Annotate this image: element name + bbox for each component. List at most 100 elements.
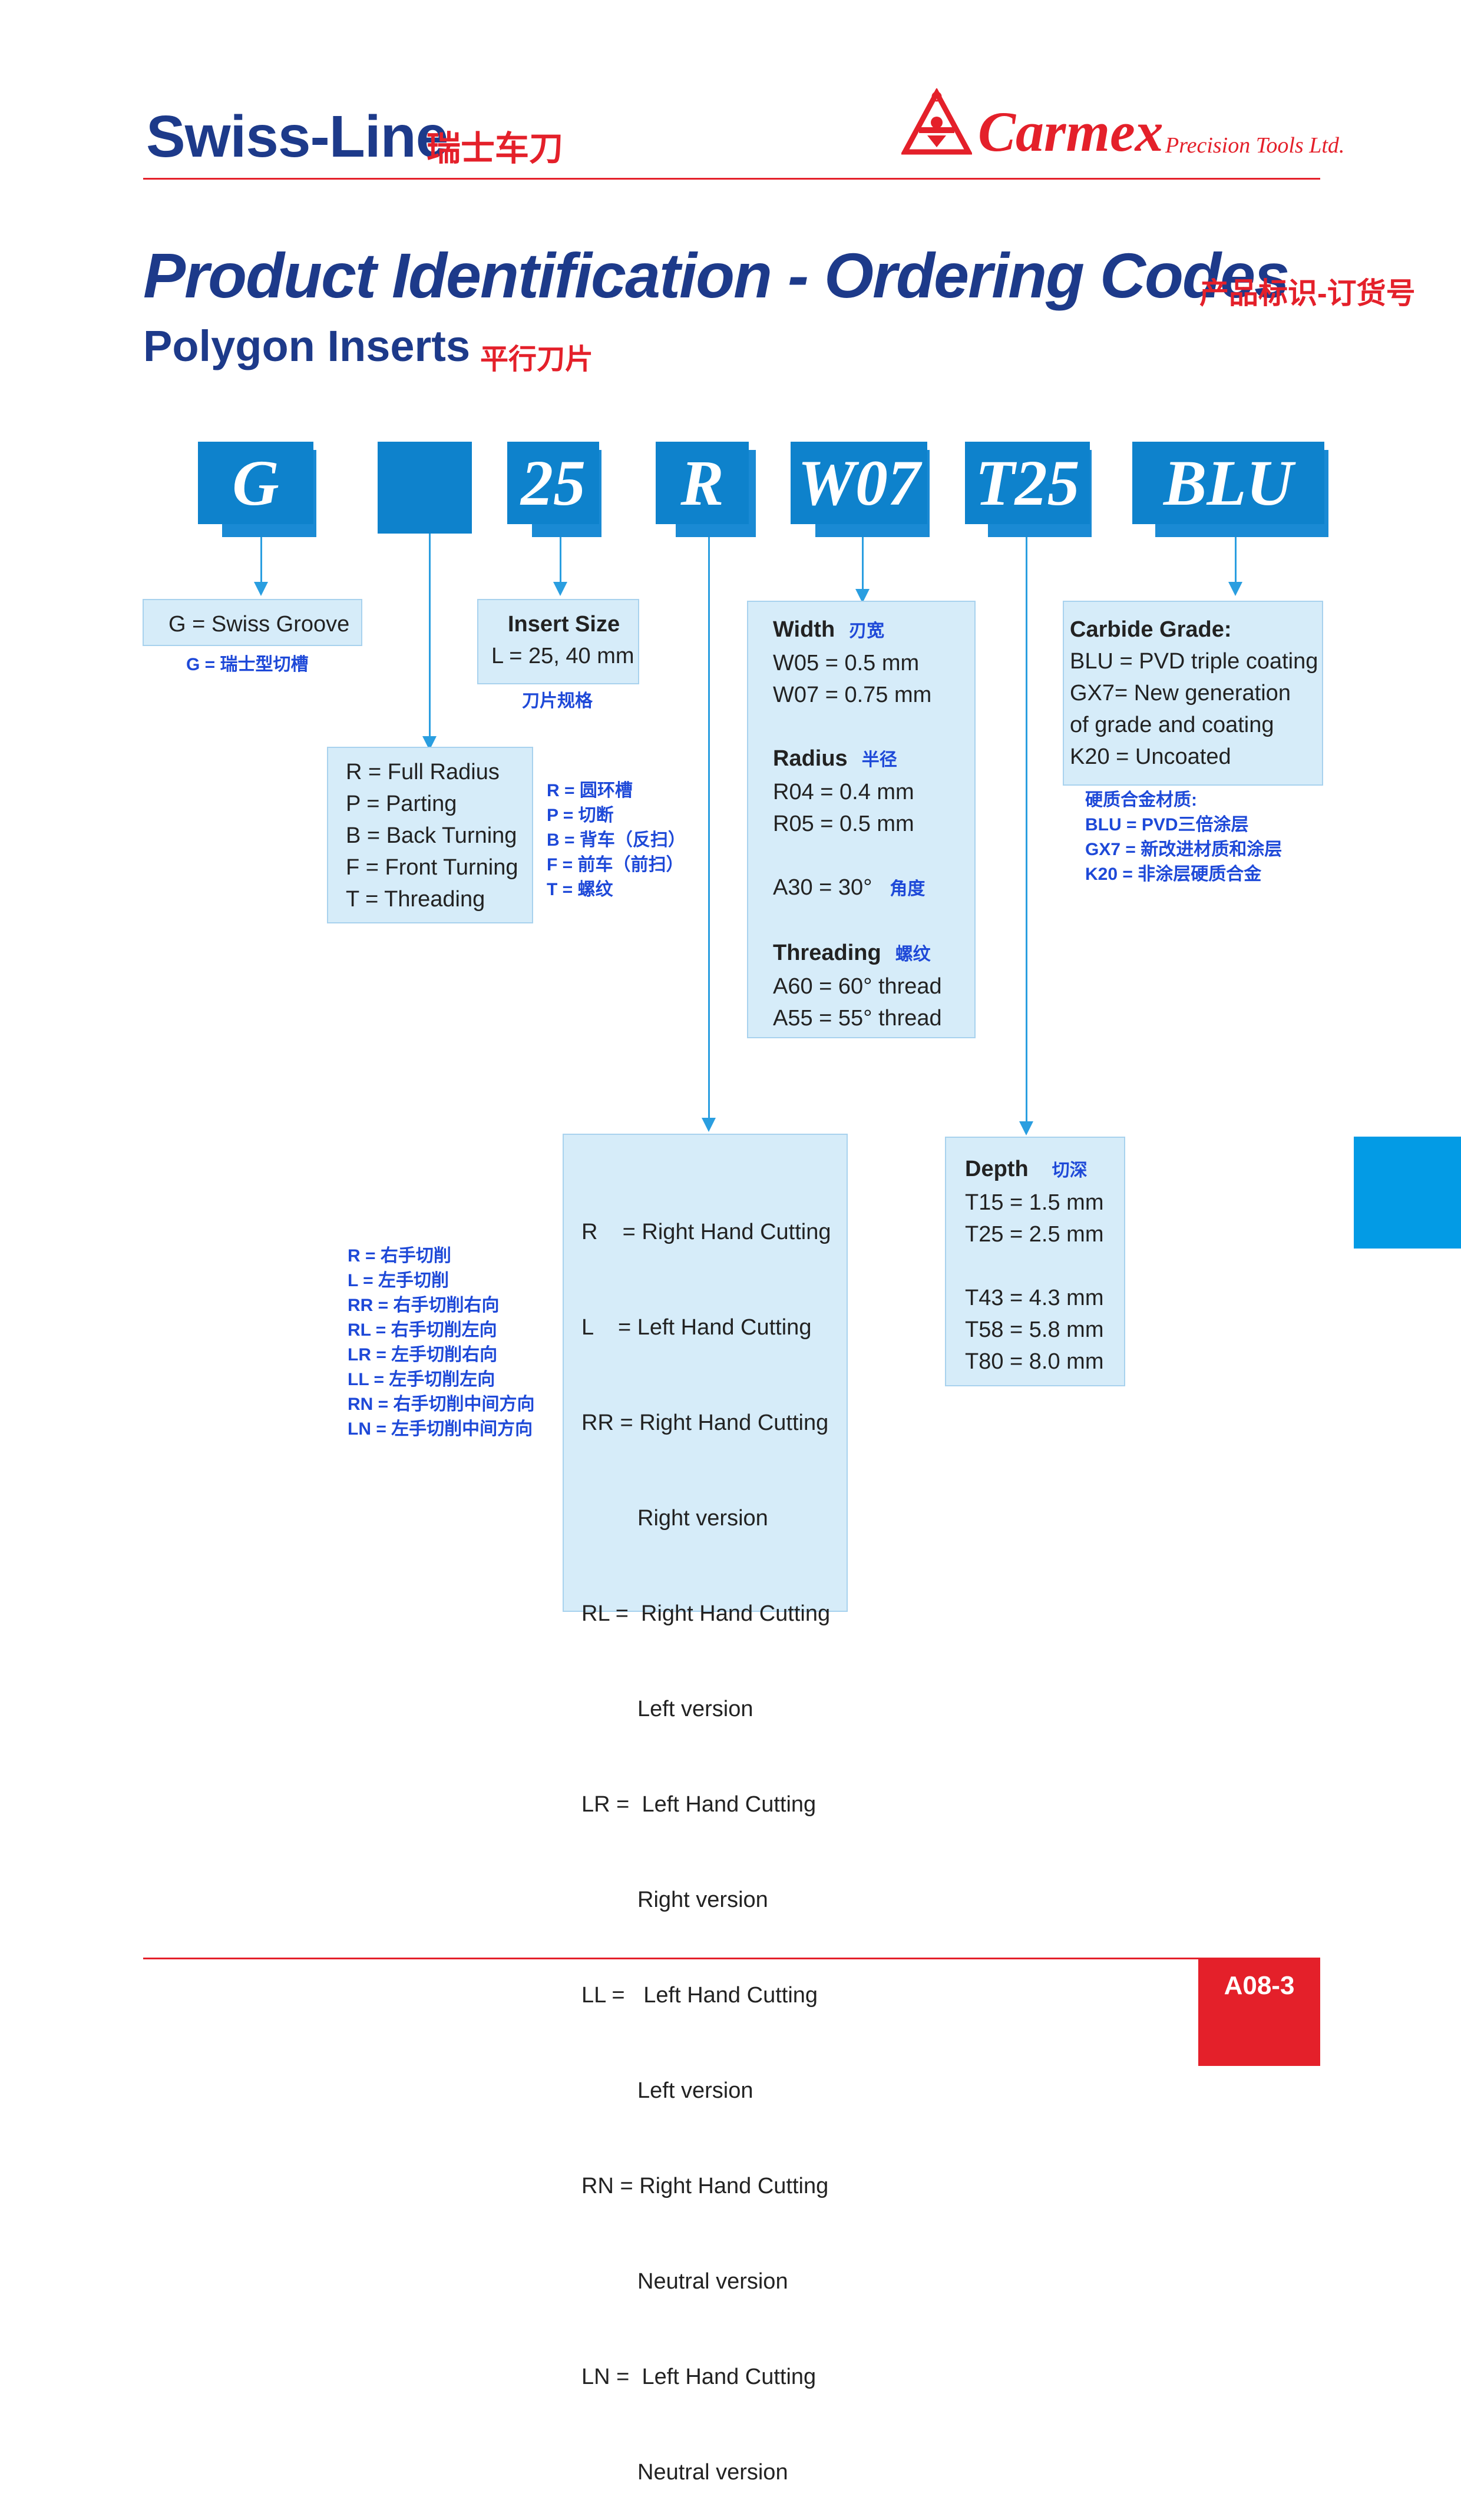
profile-line: P = Parting [346,792,457,816]
carbide-line: of grade and coating [1070,713,1274,737]
direction-line: Left version [581,2078,753,2103]
connector-line [708,537,710,1126]
depth-box: Depth 切深 T15 = 1.5 mm T25 = 2.5 mm T43 = … [945,1137,1125,1386]
depth-title-cn: 切深 [1052,1161,1088,1180]
code-block-profile [378,442,472,534]
depth-line: T15 = 1.5 mm [965,1190,1104,1215]
groove-cn: G = 瑞士型切槽 [186,655,309,674]
direction-line: LR = Left Hand Cutting [581,1792,817,1817]
radius-line: R04 = 0.4 mm [773,780,914,804]
arrow-down-icon [553,582,567,596]
carbide-title: Carbide Grade: [1070,617,1232,642]
depth-line: T43 = 4.3 mm [965,1286,1104,1310]
arrow-down-icon [1019,1121,1033,1135]
connector-line [429,534,431,739]
direction-line: LL = Left Hand Cutting [581,1983,818,2008]
direction-cn-line: RR = 右手切削右向 [348,1296,500,1315]
insert-size-title: Insert Size [508,612,620,637]
depth-line: T25 = 2.5 mm [965,1222,1104,1247]
direction-line: Right version [581,1506,768,1531]
angle-cn: 角度 [890,879,925,899]
direction-cn-line: RN = 右手切削中间方向 [348,1395,535,1414]
direction-cn-line: LN = 左手切削中间方向 [348,1419,533,1439]
series-title-cn: 瑞士车刀 [427,130,564,168]
carbide-cn-line: 硬质合金材质: [1085,790,1197,810]
header-divider [143,178,1320,180]
insert-size-text: L = 25, 40 mm [491,644,634,668]
direction-cn-line: LR = 左手切削右向 [348,1345,498,1365]
insert-size-cn: 刀片规格 [522,691,593,711]
profile-line: R = Full Radius [346,760,500,784]
angle-line: A30 = 30° [773,875,872,900]
threading-line: A60 = 60° thread [773,974,942,999]
insert-size-box: Insert Size L = 25, 40 mm [477,599,639,684]
brand-name: Carmex [978,100,1163,163]
direction-cn-line: LL = 左手切削左向 [348,1370,495,1389]
profile-cn-line: P = 切断 [547,806,614,825]
page-number: A08-3 [1198,1959,1320,2066]
radius-title: Radius [773,746,848,771]
section-tab [1354,1137,1461,1249]
profile-cn-line: B = 背车（反扫） [547,830,686,850]
code-block-depth: T25 [965,442,1090,524]
depth-title: Depth [965,1157,1029,1181]
direction-line: R = Right Hand Cutting [581,1220,831,1244]
connector-line [260,537,262,584]
code-block-size: 25 [507,442,599,524]
direction-cn: R = 右手切削 L = 左手切削 RR = 右手切削右向 RL = 右手切削左… [348,1244,535,1442]
width-line: W05 = 0.5 mm [773,651,920,675]
direction-cn-line: RL = 右手切削左向 [348,1320,497,1340]
profile-line: B = Back Turning [346,823,517,848]
depth-line: T58 = 5.8 mm [965,1317,1104,1342]
direction-line: RN = Right Hand Cutting [581,2174,829,2198]
profile-cn-line: F = 前车（前扫） [547,855,684,875]
connector-line [1026,537,1027,1126]
page-title: Product Identification - Ordering Codes [143,240,1290,311]
threading-line: A55 = 55° thread [773,1006,942,1031]
depth-line: T80 = 8.0 mm [965,1349,1104,1374]
carbide-line: GX7= New generation [1070,681,1291,706]
carbide-cn-line: GX7 = 新改进材质和涂层 [1085,840,1282,859]
connector-line [1235,537,1237,584]
code-block-width: W07 [791,442,927,524]
direction-line: Neutral version [581,2269,788,2294]
direction-line: Left version [581,1697,753,1721]
carbide-line: BLU = PVD triple coating [1070,649,1318,674]
profile-line: F = Front Turning [346,855,518,880]
code-block-direction: R [656,442,749,524]
profile-cn: R = 圆环槽 P = 切断 B = 背车（反扫） F = 前车（前扫） T =… [547,779,686,902]
direction-line: L = Left Hand Cutting [581,1315,812,1340]
groove-box: G = Swiss Groove [143,599,362,646]
page-title-cn: 产品标识-订货号 [1199,277,1416,310]
direction-line: RR = Right Hand Cutting [581,1410,829,1435]
code-block-groove: G [198,442,313,524]
brand-subtitle: Precision Tools Ltd. [1165,133,1345,158]
radius-title-cn: 半径 [861,750,897,770]
carbide-cn-line: BLU = PVD三倍涂层 [1085,815,1249,835]
groove-text: G = Swiss Groove [168,612,350,637]
series-title: Swiss-Line [146,104,448,170]
direction-line: Neutral version [581,2460,788,2485]
width-title: Width [773,617,835,642]
arrow-down-icon [254,582,268,596]
footer-divider [143,1958,1320,1959]
carmex-logo-icon [901,88,972,155]
profile-cn-line: T = 螺纹 [547,880,613,899]
profile-cn-line: R = 圆环槽 [547,781,633,800]
carbide-box: Carbide Grade: BLU = PVD triple coating … [1063,601,1323,786]
threading-title: Threading [773,941,881,965]
carbide-cn-line: K20 = 非涂层硬质合金 [1085,865,1262,884]
carbide-line: K20 = Uncoated [1070,744,1231,769]
code-block-grade: BLU [1132,442,1324,524]
page-subtitle-cn: 平行刀片 [480,344,594,375]
threading-cn: 螺纹 [895,945,931,964]
direction-line: RL = Right Hand Cutting [581,1601,831,1626]
connector-line [862,537,864,595]
radius-line: R05 = 0.5 mm [773,812,914,836]
page-subtitle: Polygon Inserts [143,322,471,370]
width-line: W07 = 0.75 mm [773,683,932,707]
connector-line [560,537,561,584]
direction-line: LN = Left Hand Cutting [581,2365,817,2389]
direction-cn-line: L = 左手切削 [348,1271,449,1290]
